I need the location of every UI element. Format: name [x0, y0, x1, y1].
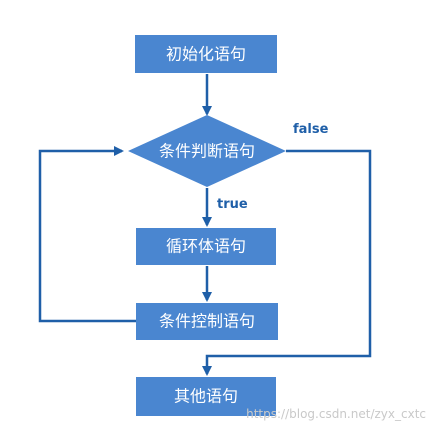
init-label: 初始化语句	[166, 45, 246, 64]
false-label: false	[293, 122, 329, 137]
arrow-condition-false-to-other	[202, 149, 372, 376]
watermark-text: https://blog.csdn.net/zyx_cxtc	[246, 407, 426, 421]
arrow-control-back-to-condition	[38, 146, 136, 323]
loop-body-label: 循环体语句	[166, 237, 246, 256]
other-box	[136, 377, 276, 416]
init-box	[135, 35, 277, 73]
condition-label: 条件判断语句	[159, 142, 255, 161]
other-label: 其他语句	[174, 387, 238, 406]
true-label: true	[217, 197, 248, 212]
control-label: 条件控制语句	[159, 312, 255, 331]
loop-body-box	[136, 228, 276, 265]
condition-diamond	[128, 115, 286, 187]
control-box	[136, 303, 278, 340]
